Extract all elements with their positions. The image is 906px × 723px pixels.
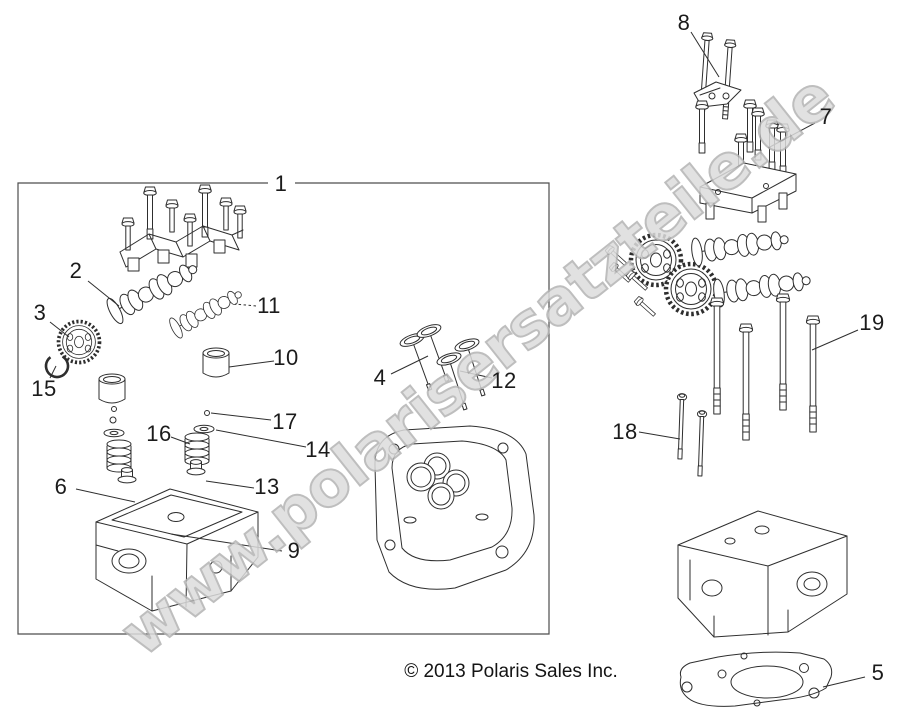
callout-15: 15 (31, 376, 57, 401)
callout-18: 18 (612, 419, 638, 444)
callout-1: 1 (274, 171, 288, 196)
callout-14: 14 (305, 437, 331, 462)
cam-sprocket-drawing (56, 319, 102, 365)
cylinder-head-top-drawing (95, 488, 259, 612)
cylinder-head-side-view-drawing (677, 510, 848, 638)
callout-10: 10 (273, 345, 299, 370)
leader-lines (49, 31, 866, 688)
tappet-bucket-left-drawing (98, 373, 126, 404)
callout-5: 5 (871, 660, 885, 685)
callout-13: 13 (254, 474, 280, 499)
head-gasket-drawing (679, 651, 833, 707)
tappet-bucket-right-drawing (202, 347, 230, 378)
callout-8: 8 (677, 10, 691, 35)
copyright-text: © 2013 Polaris Sales Inc. (404, 661, 618, 682)
callout-9: 9 (287, 538, 301, 563)
callout-6: 6 (54, 474, 68, 499)
callout-7: 7 (819, 104, 833, 129)
callout-12: 12 (491, 368, 517, 393)
callout-3: 3 (33, 300, 47, 325)
callout-2: 2 (69, 258, 83, 283)
rocker-arm-assembly-drawing (119, 184, 247, 272)
camshaft-carrier-drawing (699, 162, 797, 223)
head-bolts-19-drawing (709, 293, 821, 441)
cylinder-head-bottom-view-drawing (374, 425, 535, 590)
callout-16: 16 (146, 421, 172, 446)
camshaft-11-drawing (166, 283, 247, 341)
callout-4: 4 (373, 365, 387, 390)
valve-keepers-drawing (109, 406, 210, 424)
callout-17: 17 (272, 409, 298, 434)
callout-11: 11 (257, 293, 281, 318)
assembly-box-outline (17, 182, 550, 635)
callout-19: 19 (859, 310, 885, 335)
long-screws-18-drawing (674, 392, 708, 477)
